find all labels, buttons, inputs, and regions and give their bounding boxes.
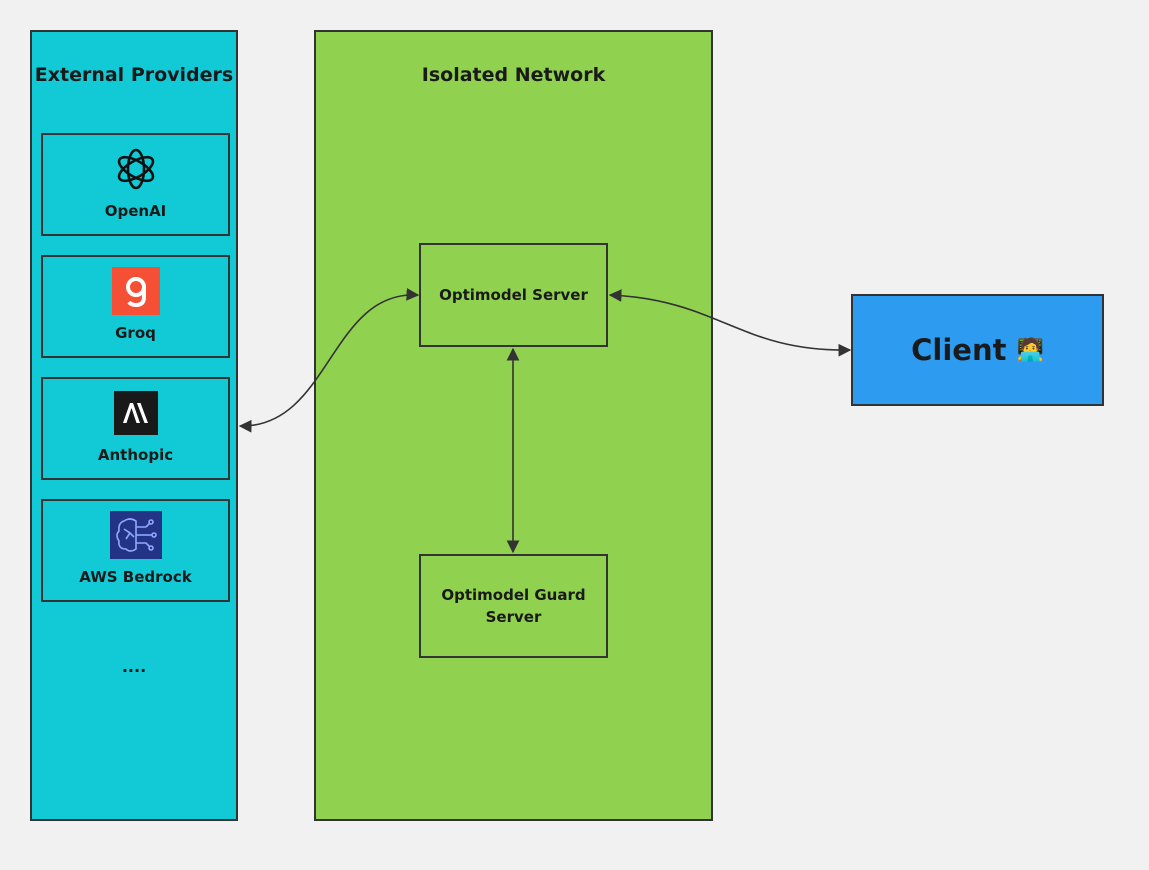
optimodel-server-label: Optimodel Server	[439, 286, 588, 304]
openai-logo-icon	[112, 145, 160, 193]
external-providers-panel: External Providers OpenAI Groq	[30, 30, 238, 821]
optimodel-guard-server-node[interactable]: Optimodel Guard Server	[419, 554, 608, 658]
provider-label-openai: OpenAI	[104, 202, 167, 220]
more-providers-ellipsis: ....	[121, 657, 147, 676]
provider-label-anthropic: Anthopic	[97, 446, 174, 464]
aws-bedrock-logo-icon	[109, 511, 162, 559]
client-node[interactable]: Client 🧑‍💻	[851, 294, 1104, 406]
provider-card-aws-bedrock[interactable]: AWS Bedrock	[41, 499, 230, 602]
optimodel-guard-server-label: Optimodel Guard Server	[441, 586, 586, 626]
connector-server-to-providers	[238, 287, 420, 433]
optimodel-server-node[interactable]: Optimodel Server	[419, 243, 608, 347]
provider-card-openai[interactable]: OpenAI	[41, 133, 230, 236]
client-label: Client	[911, 333, 1007, 367]
provider-label-groq: Groq	[115, 324, 156, 342]
technologist-emoji-icon: 🧑‍💻	[1016, 337, 1044, 363]
provider-card-anthropic[interactable]: Anthopic	[41, 377, 230, 480]
connector-server-to-client	[608, 289, 852, 357]
anthropic-logo-icon	[112, 389, 160, 437]
isolated-network-title: Isolated Network	[421, 64, 606, 86]
external-providers-title: External Providers	[34, 64, 234, 86]
provider-card-groq[interactable]: Groq	[41, 255, 230, 358]
provider-label-aws-bedrock: AWS Bedrock	[79, 568, 192, 586]
groq-logo-icon	[111, 267, 160, 315]
